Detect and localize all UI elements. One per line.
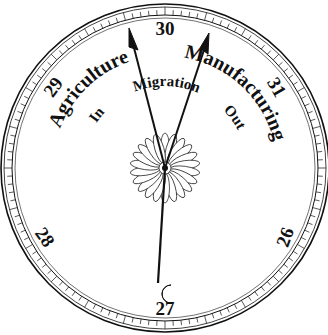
center-rosette	[130, 133, 201, 203]
outer-rim-inner	[4, 7, 326, 329]
curved-dial-word: Out	[221, 102, 249, 132]
curved-dial-word: Manufacturing	[183, 40, 291, 143]
needle-pivot	[162, 165, 168, 171]
scale-number: 26	[272, 225, 296, 249]
scale-ring	[12, 15, 318, 321]
curved-dial-word: Manufacturing	[183, 40, 291, 143]
outer-rim	[1, 4, 328, 332]
needle-right	[165, 50, 204, 168]
curved-dial-word: Out	[221, 102, 249, 132]
scale-number: 28	[32, 224, 58, 250]
scale-number: 30	[156, 19, 175, 38]
arrowhead-left	[129, 28, 138, 50]
scale-ticks	[4, 7, 326, 329]
curved-dial-word: In	[86, 103, 108, 125]
curved-dial-word: In	[86, 103, 108, 125]
needle-left	[133, 44, 165, 168]
curved-dial-word: Migration	[131, 73, 204, 96]
needles	[129, 28, 209, 303]
dial-face-edge	[15, 18, 315, 318]
curved-dial-word: Migration	[131, 73, 204, 96]
needle-tail	[158, 168, 165, 283]
scale-number: 27	[156, 299, 175, 318]
